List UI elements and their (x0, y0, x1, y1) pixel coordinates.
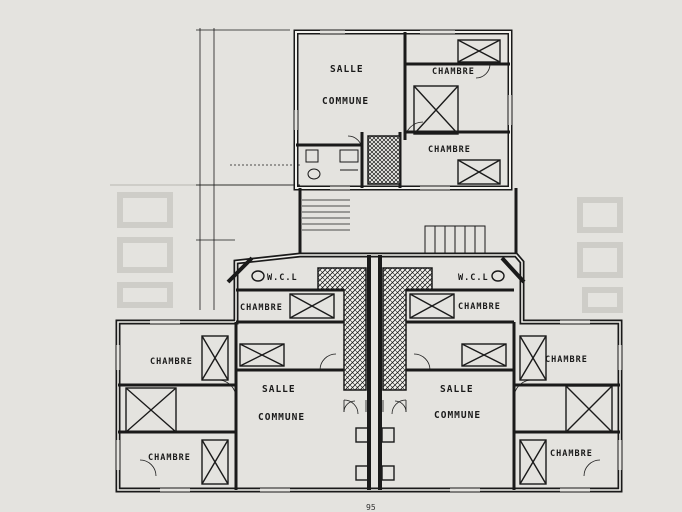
left-wcl-label: W.C.L (267, 273, 298, 283)
dimension-lines (196, 28, 300, 310)
left-chambre-2-label: CHAMBRE (150, 357, 193, 367)
lower-building (115, 252, 623, 493)
left-chambre-1-label: CHAMBRE (240, 303, 283, 313)
right-salle-label: SALLE (440, 384, 474, 395)
left-commune-label: COMMUNE (258, 412, 305, 423)
top-chambre-2-label: CHAMBRE (428, 145, 471, 155)
left-chambre-3-label: CHAMBRE (148, 453, 191, 463)
right-commune-label: COMMUNE (434, 410, 481, 421)
right-wcl-label: W.C.L (458, 273, 489, 283)
top-salle-label: SALLE (330, 64, 364, 75)
stair-connector (298, 188, 518, 256)
right-chambre-1-label: CHAMBRE (458, 302, 501, 312)
page-number: 95 (366, 503, 376, 512)
left-unit: W.C.L CHAMBRE CHAMBRE CHAMBRE SALLE COMM… (116, 270, 369, 492)
left-salle-label: SALLE (262, 384, 296, 395)
right-unit: W.C.L CHAMBRE CHAMBRE CHAMBRE SALLE COMM… (381, 270, 622, 492)
top-unit: SALLE COMMUNE CHAMBRE CHAMBRE (293, 29, 513, 191)
chimney-stacks (317, 267, 433, 391)
right-chambre-3-label: CHAMBRE (550, 449, 593, 459)
top-chambre-1-label: CHAMBRE (432, 67, 475, 77)
right-chambre-2-label: CHAMBRE (545, 355, 588, 365)
top-commune-label: COMMUNE (322, 96, 369, 107)
entry-doors (343, 400, 407, 413)
